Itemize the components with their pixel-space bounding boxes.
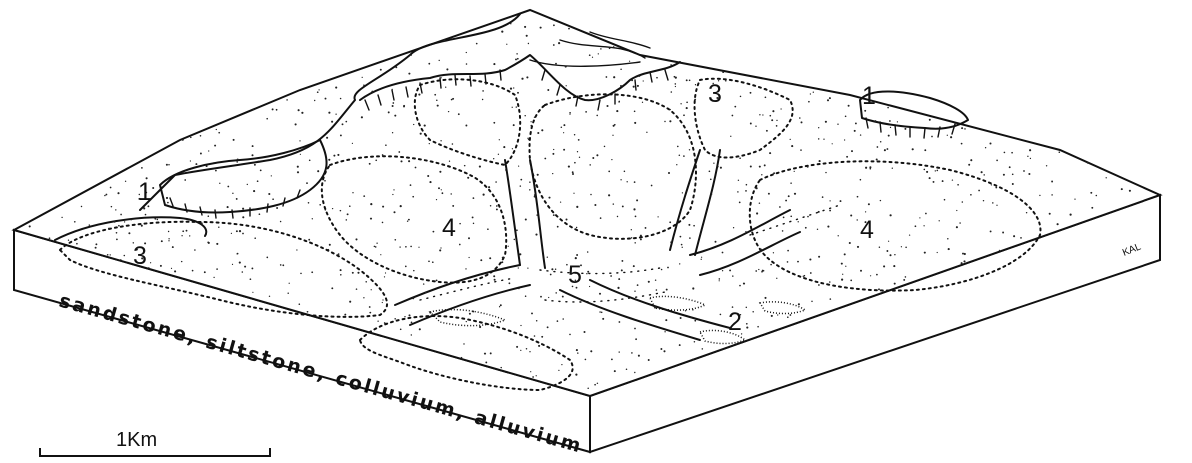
label-3-left: 3	[133, 242, 147, 270]
label-4-left: 4	[442, 214, 456, 242]
label-5: 5	[568, 261, 582, 289]
label-1-right: 1	[862, 82, 876, 110]
label-2: 2	[728, 308, 742, 336]
label-3-top: 3	[708, 80, 722, 108]
scale-bar-label: 1Km	[116, 429, 157, 451]
scale-bar: 1Km	[40, 429, 270, 456]
label-1-left: 1	[138, 178, 152, 206]
label-4-right: 4	[860, 216, 874, 244]
